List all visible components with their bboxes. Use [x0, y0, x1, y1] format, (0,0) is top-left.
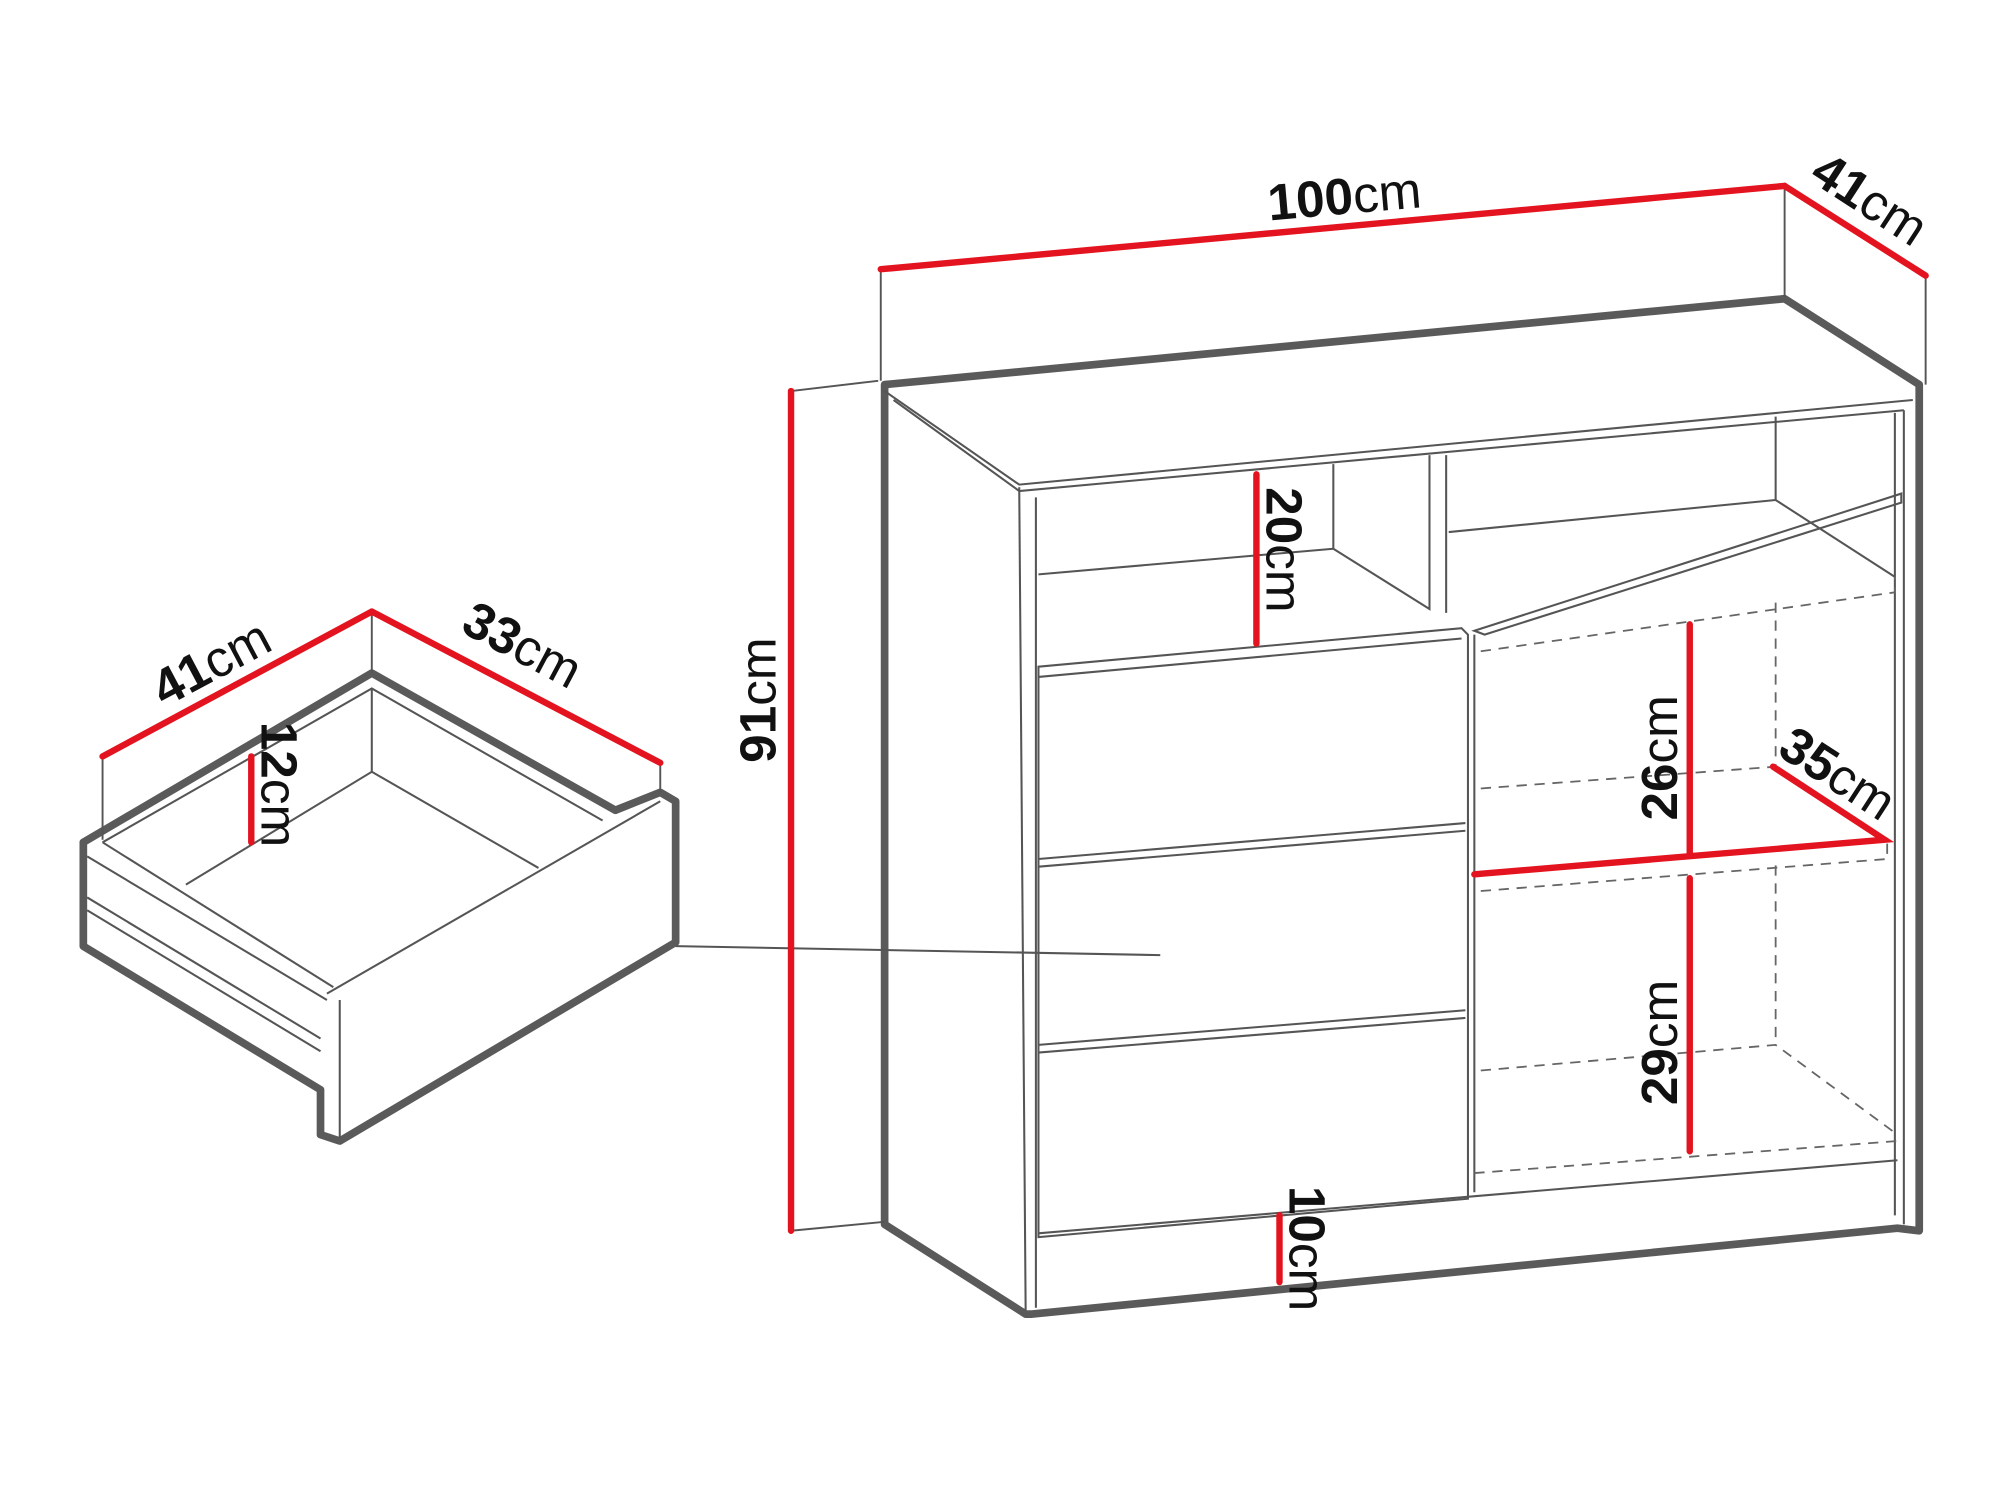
dimension-lines — [99, 182, 1929, 1286]
width-label: 100cm — [1265, 161, 1423, 231]
plinth-label: 10cm — [1279, 1186, 1336, 1311]
drawer-depth-dimension — [368, 608, 664, 767]
extension-lines — [101, 185, 1927, 1232]
height-label: 91cm — [730, 637, 787, 762]
open-door — [1471, 492, 1903, 636]
inner-depth-dimension — [1471, 763, 1895, 878]
drawer-height-label: 12cm — [251, 722, 308, 847]
depth-dimension — [1781, 182, 1929, 279]
cabinet-outline — [880, 294, 1924, 1318]
drawer-fronts — [1037, 627, 1469, 1239]
upper-compartment-label: 26cm — [1631, 695, 1688, 820]
drawer-outline — [79, 669, 680, 1145]
lower-compartment-label: 29cm — [1631, 980, 1688, 1105]
cabinet — [880, 294, 1924, 1318]
top-front-edge — [884, 390, 1913, 486]
drawer-detail — [79, 669, 1161, 1145]
drawer-width-dimension — [99, 608, 376, 760]
leader-line — [675, 945, 1161, 957]
drawer-depth-label: 33cm — [454, 590, 591, 699]
dimension-labels: 100cm 41cm 91cm 20cm 26cm 35cm 29cm 10cm… — [143, 141, 1938, 1311]
width-dimension — [877, 182, 1788, 273]
top-shelf-label: 20cm — [1256, 487, 1313, 612]
